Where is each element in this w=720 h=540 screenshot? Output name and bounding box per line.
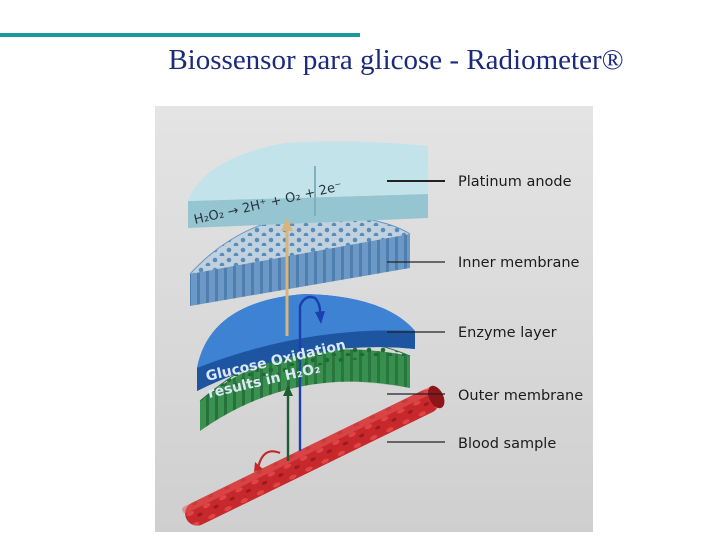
platinum-anode-layer xyxy=(188,141,428,228)
blood-sample-tube xyxy=(182,385,445,526)
sample-arrowhead-icon xyxy=(283,385,293,396)
label-blood-sample: Blood sample xyxy=(458,436,556,452)
h2o2-arrowhead-icon xyxy=(281,218,293,231)
diagram-canvas: H₂O₂ → 2H⁺ + O₂ + 2e⁻ Glucose Oxidation … xyxy=(155,106,593,532)
label-outer-membrane: Outer membrane xyxy=(458,388,583,404)
label-platinum-anode: Platinum anode xyxy=(458,174,572,190)
title-accent-rule xyxy=(0,33,360,37)
blood-flow-arrow-icon xyxy=(256,450,281,469)
label-enzyme-layer: Enzyme layer xyxy=(458,325,557,341)
enzyme-layer xyxy=(197,294,415,391)
biosensor-diagram: H₂O₂ → 2H⁺ + O₂ + 2e⁻ Glucose Oxidation … xyxy=(155,106,593,532)
label-inner-membrane: Inner membrane xyxy=(458,255,580,271)
slide-title: Biossensor para glicose - Radiometer® xyxy=(168,44,624,76)
blood-flow-arrowhead-icon xyxy=(254,462,263,472)
glucose-arrowhead-icon xyxy=(315,311,325,324)
inner-membrane-layer xyxy=(189,213,411,306)
glucose-path-arrow-icon xyxy=(298,295,322,451)
